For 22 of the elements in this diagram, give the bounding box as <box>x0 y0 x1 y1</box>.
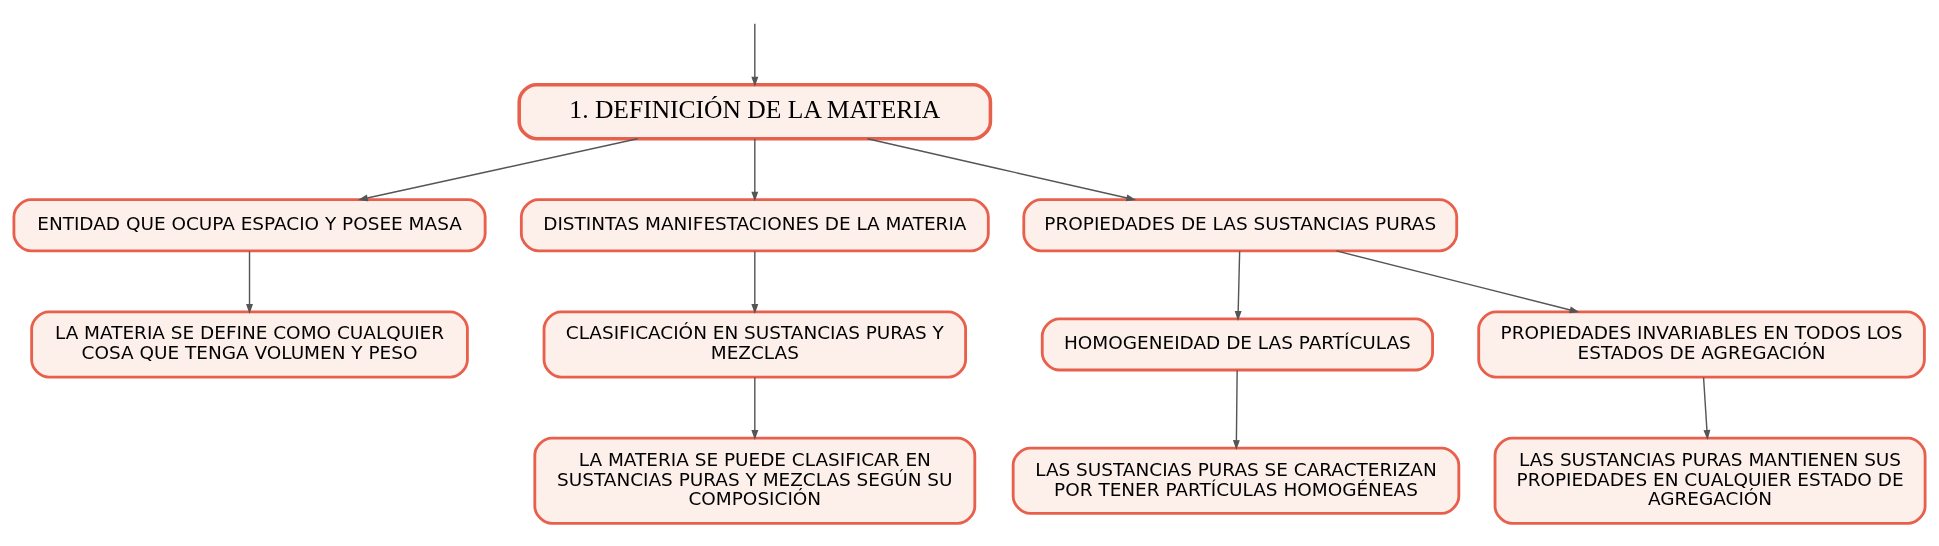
node-box: HOMOGENEIDAD DE LAS PARTÍCULAS <box>1040 317 1434 372</box>
arrow <box>751 138 759 202</box>
arrow <box>751 250 759 314</box>
node-box: LAS SUSTANCIAS PURAS SE CARACTERIZAN POR TENER PARTÍCULAS HOMOGÉNEAS <box>1011 446 1461 515</box>
node-box: 1. DEFINICIÓN DE LA MATERIA <box>517 82 993 141</box>
node-box: DISTINTAS MANIFESTACIONES DE LA MATERIA <box>519 198 990 253</box>
node-box: LAS SUSTANCIAS PURAS MANTIENEN SUS PROPIEDADES EN CUALQUIER ESTADO DE AGREGACIÓN <box>1493 436 1927 525</box>
arrow <box>1232 369 1240 451</box>
node-box: PROPIEDADES DE LAS SUSTANCIAS PURAS <box>1022 198 1459 253</box>
arrow <box>1702 376 1711 440</box>
node-box: CLASIFICACIÓN EN SUSTANCIAS PURAS Y MEZCLAS <box>542 310 967 379</box>
arrow <box>751 376 759 440</box>
node-box: PROPIEDADES INVARIABLES EN TODOS LOS ESTADOS DE AGREGACIÓN <box>1477 310 1926 379</box>
arrow <box>357 138 639 202</box>
node-box: LA MATERIA SE PUEDE CLASIFICAR EN SUSTANCIAS PURAS Y MEZCLAS SEGÚN SU COMPOSICIÓN <box>533 436 977 525</box>
arrow <box>751 23 759 87</box>
node-box: ENTIDAD QUE OCUPA ESPACIO Y POSEE MASA <box>12 198 487 253</box>
node-box: LA MATERIA SE DEFINE COMO CUALQUIER COSA QUE TENGA VOLUMEN Y PESO <box>30 310 469 379</box>
arrow <box>866 138 1137 202</box>
arrow <box>1335 250 1580 314</box>
arrow <box>1234 250 1242 321</box>
arrow <box>246 250 253 314</box>
